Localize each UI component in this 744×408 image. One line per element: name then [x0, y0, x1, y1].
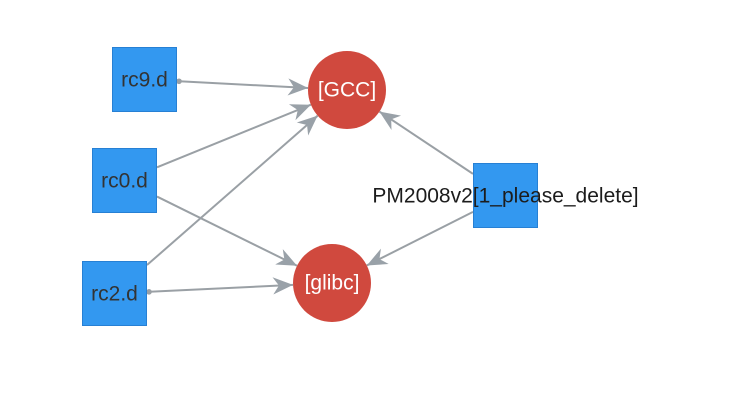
node-label: [glibc]	[304, 271, 360, 295]
edge-rc2.d-to-[glibc]	[146, 277, 294, 295]
node-rc0.d[interactable]: rc0.d	[92, 148, 157, 213]
node-rc9.d[interactable]: rc9.d	[112, 47, 177, 112]
edge-tail-dot	[146, 289, 152, 295]
node-rc2.d[interactable]: rc2.d	[82, 261, 147, 326]
edge-rc0.d-to-[GCC]	[156, 103, 312, 169]
edge-rc0.d-to-[glibc]	[156, 195, 298, 267]
node-label: rc9.d	[121, 67, 168, 91]
node-label: rc0.d	[101, 168, 148, 192]
edge-tail-dot	[176, 78, 182, 85]
node-label: rc2.d	[91, 281, 138, 305]
edge-rc9.d-to-[GCC]	[176, 78, 309, 96]
edge-PM2008v2[1_please_delete]-to-[GCC]	[378, 110, 474, 175]
node-label: [GCC]	[317, 78, 377, 102]
node-PM2008v2[1_please_delete][interactable]: PM2008v2[1_please_delete]	[372, 163, 639, 228]
node-[glibc][interactable]: [glibc]	[293, 244, 371, 322]
node-[GCC][interactable]: [GCC]	[308, 51, 386, 129]
edge-rc2.d-to-[GCC]	[146, 114, 319, 266]
edge-PM2008v2[1_please_delete]-to-[glibc]	[366, 210, 474, 267]
